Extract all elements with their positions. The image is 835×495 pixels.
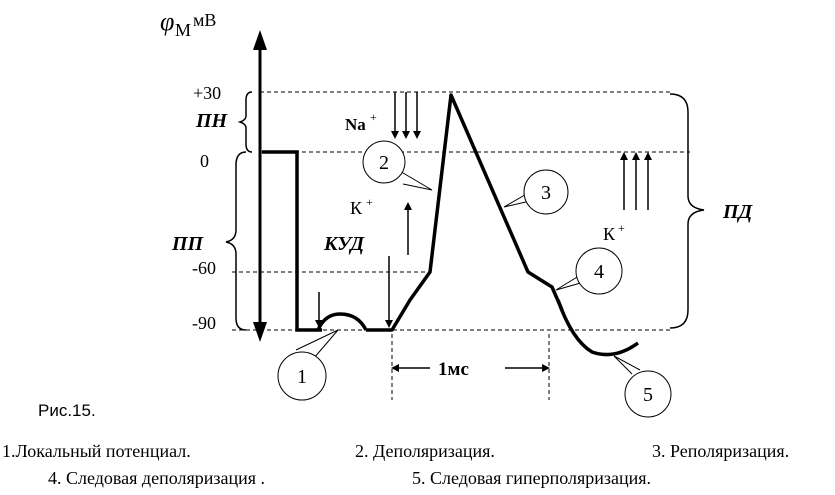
hyperpolarization-curve (556, 299, 640, 357)
brace-pn (237, 91, 253, 153)
legend-item-2: 2. Деполяризация. (355, 441, 495, 461)
local-potential-bump (316, 312, 368, 331)
brace-pd (669, 93, 705, 329)
label-pn: ПН (195, 110, 229, 132)
k-left-label: К (350, 198, 363, 218)
brace-pp (225, 151, 247, 331)
callout-1-circle (277, 351, 327, 401)
axis-unit: мВ (193, 10, 216, 30)
legend-item-3: 3. Реполяризация. (652, 441, 790, 461)
callout-1-number: 1 (297, 366, 307, 388)
membrane-potential-curve (262, 150, 322, 332)
k-left-charge: + (366, 195, 373, 209)
k-right-label: К (603, 224, 616, 244)
callout-3-pointer (503, 191, 531, 208)
figure-label: Рис.15. (38, 401, 96, 420)
na-charge: + (370, 110, 377, 124)
y-axis-arrow-top (253, 30, 267, 50)
k-right-charge: + (618, 221, 625, 235)
axis-subscript: М (175, 20, 191, 40)
callout-5-number: 5 (643, 384, 653, 406)
callout-3-circle (523, 169, 569, 215)
callout-4-circle (575, 247, 623, 295)
callout-4-number: 4 (594, 261, 604, 283)
callout-3-number: 3 (541, 182, 551, 204)
legend-item-1: 1.Локальный потенциал. (2, 441, 191, 461)
callout-2-number: 2 (379, 152, 389, 174)
callout-2-pointer (397, 169, 433, 191)
label-pd: ПД (722, 201, 754, 223)
legend-item-4: 4. Следовая деполяризация . (48, 468, 266, 488)
tick-minus60: -60 (192, 258, 216, 278)
action-potential-curve (366, 93, 564, 332)
callout-2-circle (362, 140, 406, 184)
na-ion-label: Na (345, 115, 366, 134)
tick-plus30: +30 (193, 83, 221, 103)
tick-zero: 0 (200, 151, 209, 171)
callout-5-circle (624, 370, 672, 418)
label-pp: ПП (171, 233, 205, 255)
callout-1-pointer (295, 329, 339, 359)
duration-label: 1мс (438, 359, 469, 380)
axis-symbol: φ (160, 7, 174, 36)
tick-minus90: -90 (192, 313, 216, 333)
label-kud: КУД (323, 233, 365, 255)
y-axis-arrow-bottom (253, 322, 267, 342)
callout-5-pointer (613, 355, 641, 375)
legend-item-5: 5. Следовая гиперполяризация. (412, 468, 652, 488)
